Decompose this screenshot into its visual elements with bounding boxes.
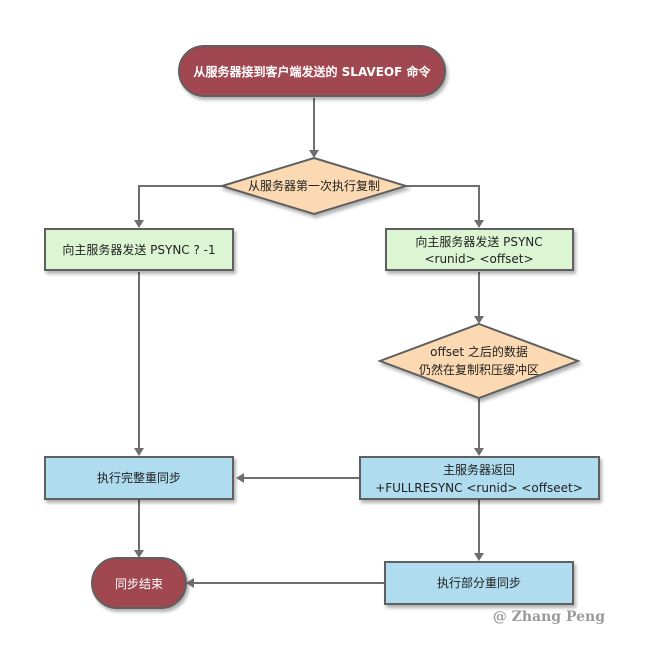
process-shape	[44, 456, 234, 500]
watermark: @ Zhang Peng	[493, 609, 605, 625]
node-label: 从服务器第一次执行复制	[248, 178, 380, 193]
node-label: 向主服务器发送 PSYNC ? -1	[62, 242, 215, 257]
node-end: 同步结束	[91, 557, 187, 609]
edges	[134, 98, 484, 588]
terminator-shape	[91, 557, 187, 609]
arrowhead	[474, 553, 484, 561]
node-label-line1: 主服务器返回	[443, 462, 515, 477]
arrowhead	[134, 550, 144, 558]
node-label: 从服务器接到客户端发送的 SLAVEOF 命令	[193, 64, 431, 79]
edge-decision-to-partial-psync	[406, 185, 480, 222]
node-decision-first: 从服务器第一次执行复制	[218, 156, 410, 216]
arrowhead	[474, 220, 484, 228]
node-label: 执行完整重同步	[97, 470, 181, 485]
node-master-fullresync: 主服务器返回 +FULLRESYNC <runid> <offseet>	[359, 456, 600, 500]
process-shape	[359, 456, 600, 500]
decision-shape	[218, 156, 410, 216]
arrowhead	[309, 150, 319, 158]
node-send-psync-partial: 向主服务器发送 PSYNC <runid> <offset>	[385, 228, 574, 271]
process-shape	[44, 228, 234, 271]
terminator-shape	[178, 45, 446, 97]
node-full-resync: 执行完整重同步	[44, 456, 234, 500]
node-decision-offset: offset 之后的数据 仍然在复制积压缓冲区	[377, 322, 581, 400]
node-label-line2: <runid> <offset>	[424, 252, 533, 266]
node-label-line1: offset 之后的数据	[430, 344, 528, 359]
node-label-line1: 向主服务器发送 PSYNC	[415, 234, 542, 249]
arrowhead	[134, 220, 144, 228]
node-label-line2: 仍然在复制积压缓冲区	[419, 362, 539, 377]
node-label: 执行部分重同步	[437, 575, 521, 590]
decision-shape	[377, 322, 581, 400]
node-partial-resync: 执行部分重同步	[384, 561, 574, 605]
arrowhead	[474, 448, 484, 456]
edge-decision-to-full-psync	[138, 185, 222, 222]
process-shape	[385, 228, 574, 271]
arrowhead	[236, 473, 244, 483]
arrowhead	[134, 448, 144, 456]
arrowhead	[186, 578, 194, 588]
node-label-line2: +FULLRESYNC <runid> <offseet>	[375, 481, 583, 495]
node-send-psync-full: 向主服务器发送 PSYNC ? -1	[44, 228, 234, 271]
arrowhead	[474, 316, 484, 324]
process-shape	[384, 561, 574, 605]
node-label: 同步结束	[115, 577, 163, 591]
node-start: 从服务器接到客户端发送的 SLAVEOF 命令	[178, 45, 446, 97]
